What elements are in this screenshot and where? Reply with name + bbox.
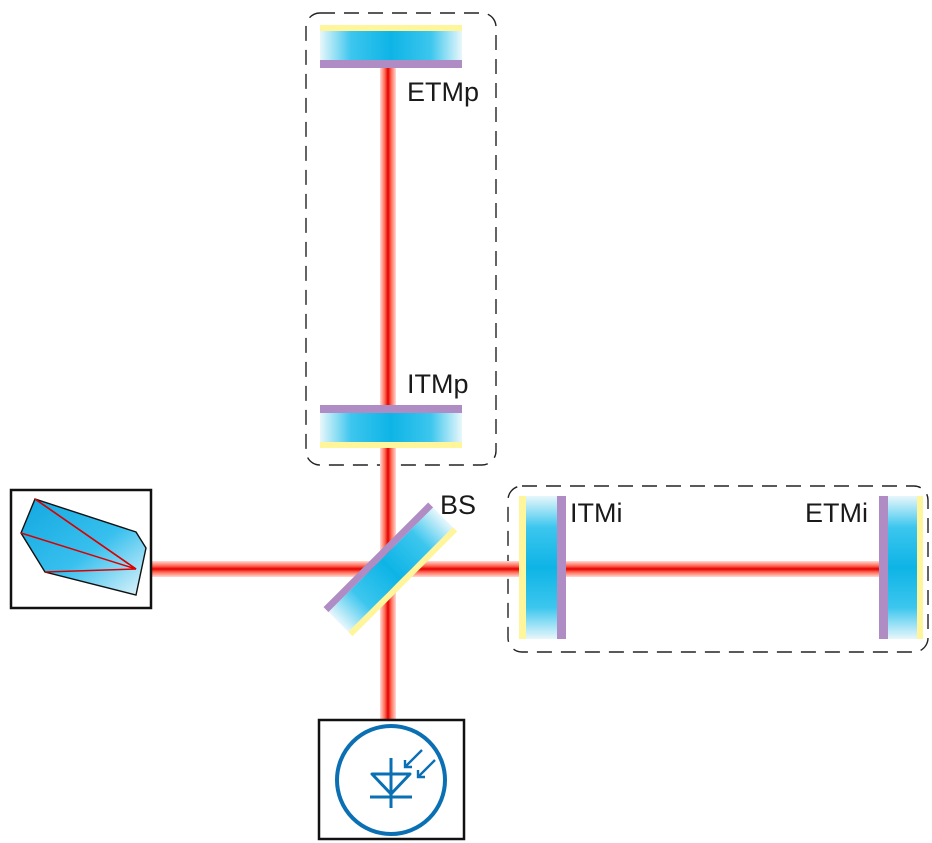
beam-splitter	[323, 502, 458, 637]
etm-p-label: ETMp	[407, 77, 479, 107]
itm-p-mirror	[320, 405, 462, 448]
laser-source	[9, 488, 153, 610]
beam-vertical-upper	[380, 62, 396, 407]
beam-horizontal-right	[565, 561, 880, 577]
itm-p-label: ITMp	[407, 369, 469, 399]
beam-horizontal-left	[148, 561, 520, 577]
etm-i-label: ETMi	[805, 498, 868, 528]
cavity-p-enclosure	[305, 12, 497, 466]
itm-i-label: ITMi	[570, 498, 622, 528]
laser-source-icon	[20, 498, 147, 596]
etm-i-mirror	[879, 496, 923, 639]
photodetector	[317, 718, 466, 841]
itm-i-mirror	[519, 496, 566, 639]
photodetector-icon	[335, 724, 447, 836]
bs-label: BS	[440, 490, 476, 520]
etm-p-mirror	[320, 25, 462, 68]
